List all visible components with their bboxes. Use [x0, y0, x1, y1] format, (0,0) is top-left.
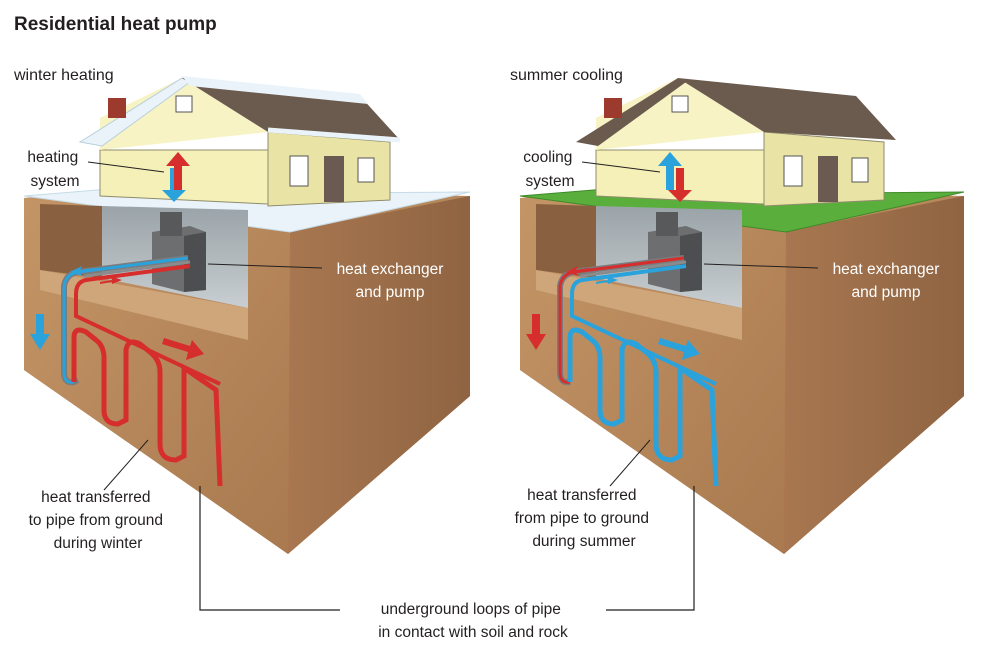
winter-exchanger-label: heat exchanger and pump [337, 261, 444, 301]
winter-ground-block [23, 187, 471, 554]
winter-panel: winter heating [13, 67, 471, 554]
winter-flow-arrows [30, 266, 204, 360]
summer-system-arrows [658, 152, 692, 202]
winter-system-label: heating system [27, 149, 82, 190]
summer-leader-lines [581, 161, 819, 487]
svg-text:heat exchanger: heat exchanger [833, 261, 940, 278]
winter-transfer-label: heat transferred to pipe from ground dur… [29, 489, 168, 552]
summer-flow-arrows [526, 266, 700, 360]
summer-house [576, 78, 896, 207]
svg-text:heat exchanger: heat exchanger [337, 261, 444, 278]
shared-pipe-bracket [199, 486, 695, 611]
winter-pipe-loops [61, 255, 223, 487]
summer-exchanger-label: heat exchanger and pump [833, 261, 940, 301]
summer-system-label: cooling system [523, 149, 576, 190]
summer-pipe-loops [557, 255, 719, 487]
summer-panel: summer cooling [510, 67, 965, 554]
svg-text:and pump: and pump [852, 284, 921, 301]
diagram-title: Residential heat pump [14, 14, 217, 35]
winter-system-arrows [162, 152, 190, 202]
underground-loops-label: underground loops of pipe in contact wit… [378, 601, 568, 641]
summer-transfer-label: heat transferred from pipe to ground dur… [515, 487, 654, 550]
winter-house [78, 76, 401, 207]
winter-caption: winter heating [13, 67, 114, 84]
winter-leader-lines [87, 161, 323, 491]
summer-caption: summer cooling [510, 67, 623, 84]
svg-text:and pump: and pump [356, 284, 425, 301]
